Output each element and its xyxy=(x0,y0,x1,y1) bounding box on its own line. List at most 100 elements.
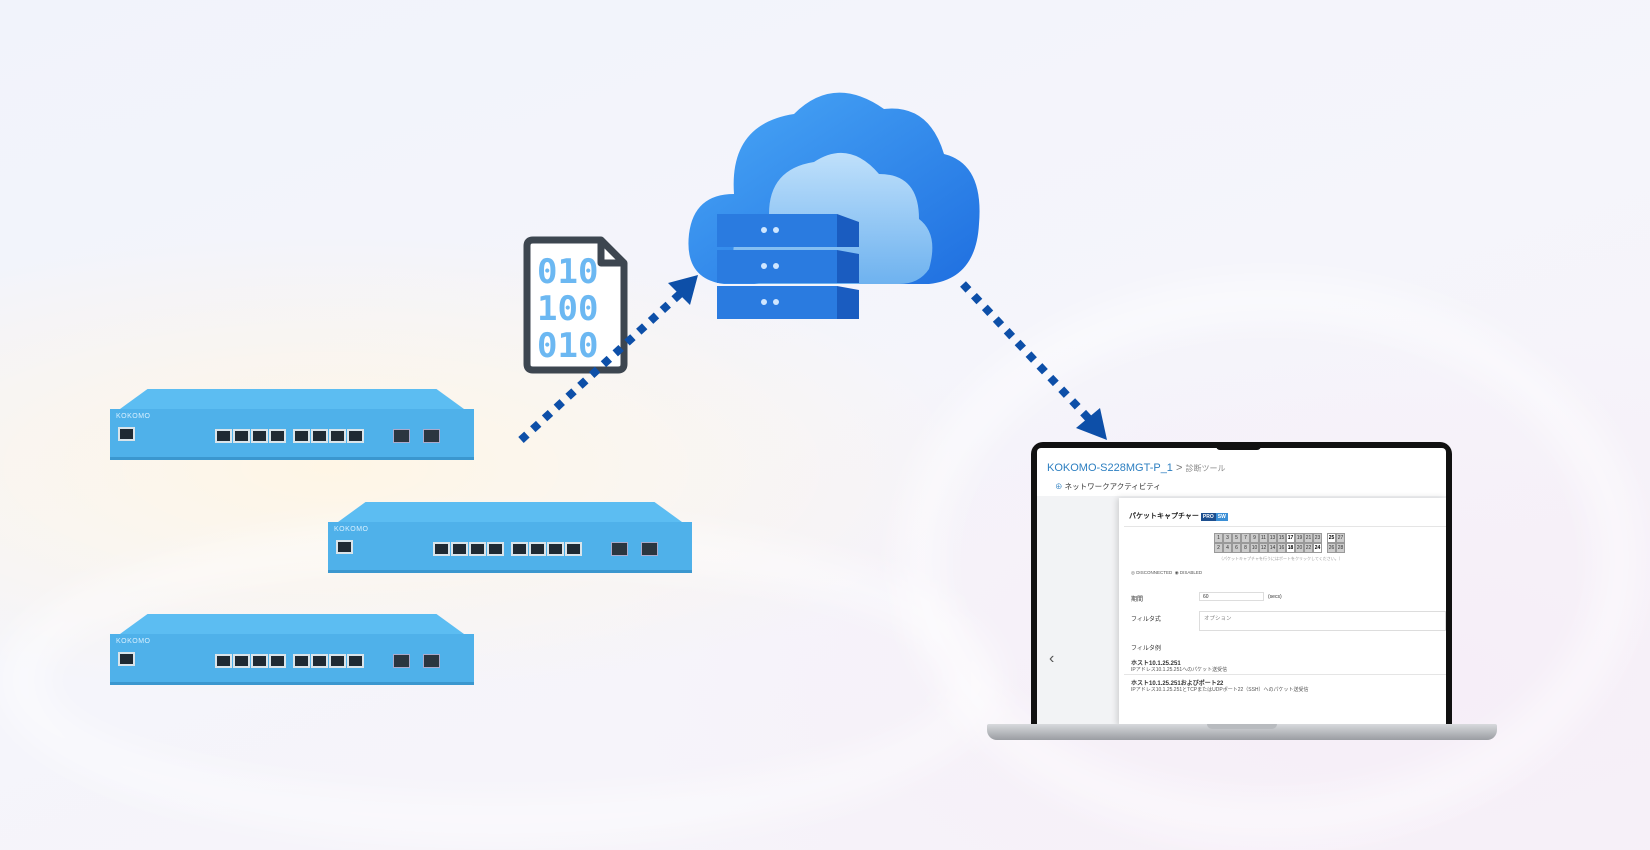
breadcrumb: KOKOMO-S228MGT-P_1 > 診断ツール xyxy=(1047,462,1226,474)
legend-disabled: DISABLED xyxy=(1179,570,1203,575)
ethernet-port xyxy=(293,429,310,443)
port-cell[interactable]: 28 xyxy=(1336,543,1345,553)
network-switch: KOKOMO xyxy=(110,389,474,460)
collapse-icon[interactable]: ‹ xyxy=(1049,650,1055,667)
example-desc: IPアドレス10.1.25.251へのパケット送受信 xyxy=(1131,667,1228,673)
port-cell[interactable]: 27 xyxy=(1336,533,1345,543)
ethernet-port xyxy=(251,429,268,443)
port-cell[interactable]: 17 xyxy=(1286,533,1295,543)
panel-title: パケットキャプチャー xyxy=(1129,513,1199,520)
ethernet-port xyxy=(329,654,346,668)
port-cell[interactable]: 9 xyxy=(1250,533,1259,543)
binary-file-icon: 010 100 010 xyxy=(523,236,628,374)
port-cell[interactable]: 25 xyxy=(1327,533,1336,543)
laptop-screen: KOKOMO-S228MGT-P_1 > 診断ツール ⊕ ネットワークアクティビ… xyxy=(1031,442,1452,726)
sw-badge: SW xyxy=(1215,513,1228,521)
duration-input[interactable]: 60 xyxy=(1199,592,1264,601)
ethernet-port xyxy=(511,542,528,556)
duration-label: 期間 xyxy=(1131,597,1144,603)
example-title: ホスト10.1.25.251 xyxy=(1131,661,1181,667)
binary-line: 010 xyxy=(537,326,599,366)
legend-disconnected: DISCONNECTED xyxy=(1136,570,1173,575)
port-cell[interactable]: 20 xyxy=(1295,543,1304,553)
port-cell[interactable]: 13 xyxy=(1268,533,1277,543)
switch-brand: KOKOMO xyxy=(334,526,369,533)
ethernet-port xyxy=(233,654,250,668)
binary-line: 100 xyxy=(537,289,599,329)
sfp-port xyxy=(393,654,410,668)
port-cell[interactable]: 4 xyxy=(1223,543,1232,553)
port-cell[interactable]: 1 xyxy=(1214,533,1223,543)
port-cell[interactable]: 2 xyxy=(1214,543,1223,553)
ethernet-port xyxy=(347,429,364,443)
breadcrumb-separator: > xyxy=(1176,462,1183,474)
ethernet-port xyxy=(311,654,328,668)
ethernet-port xyxy=(215,429,232,443)
ethernet-port xyxy=(269,654,286,668)
ethernet-port xyxy=(347,654,364,668)
ethernet-port xyxy=(215,654,232,668)
port-cell[interactable]: 18 xyxy=(1286,543,1295,553)
example-desc: IPアドレス10.1.25.251とTCPまたはUDPポート22（SSH）へのパ… xyxy=(1131,687,1309,693)
ethernet-port xyxy=(336,540,353,554)
sfp-port xyxy=(393,429,410,443)
ethernet-port xyxy=(329,429,346,443)
network-switch: KOKOMO xyxy=(328,502,692,573)
port-cell[interactable]: 5 xyxy=(1232,533,1241,543)
port-cell[interactable]: 12 xyxy=(1259,543,1268,553)
sfp-port xyxy=(423,429,440,443)
ethernet-port xyxy=(451,542,468,556)
binary-line: 010 xyxy=(537,252,599,292)
switch-brand: KOKOMO xyxy=(116,638,151,645)
filter-label: フィルタ式 xyxy=(1131,617,1161,623)
port-cell[interactable]: 19 xyxy=(1295,533,1304,543)
port-cell[interactable]: 14 xyxy=(1268,543,1277,553)
port-cell[interactable]: 26 xyxy=(1327,543,1336,553)
ethernet-port xyxy=(565,542,582,556)
example-title: ホスト10.1.25.251およびポート22 xyxy=(1131,681,1224,687)
port-cell[interactable]: 23 xyxy=(1313,533,1322,543)
network-switch: KOKOMO xyxy=(110,614,474,685)
port-cell[interactable]: 15 xyxy=(1277,533,1286,543)
port-cell[interactable]: 7 xyxy=(1241,533,1250,543)
filter-input[interactable]: オプション xyxy=(1199,611,1446,631)
ethernet-port xyxy=(487,542,504,556)
port-cell[interactable]: 10 xyxy=(1250,543,1259,553)
breadcrumb-device[interactable]: KOKOMO-S228MGT-P_1 xyxy=(1047,462,1173,474)
port-hint: （パケットキャプチャを行うにはポートをクリックしてください。） xyxy=(1219,556,1343,561)
ethernet-port xyxy=(251,654,268,668)
port-cell[interactable]: 21 xyxy=(1304,533,1313,543)
ethernet-port xyxy=(547,542,564,556)
examples-title: フィルタ例 xyxy=(1131,646,1161,652)
sfp-port xyxy=(611,542,628,556)
ethernet-port xyxy=(118,427,135,441)
globe-icon: ⊕ xyxy=(1055,482,1063,491)
port-cell[interactable]: 8 xyxy=(1241,543,1250,553)
camera-notch xyxy=(1216,442,1261,450)
ethernet-port xyxy=(529,542,546,556)
ethernet-port xyxy=(311,429,328,443)
ethernet-port xyxy=(469,542,486,556)
ethernet-port xyxy=(118,652,135,666)
sfp-port xyxy=(423,654,440,668)
port-cell[interactable]: 3 xyxy=(1223,533,1232,543)
tab-label: ネットワークアクティビティ xyxy=(1064,482,1161,491)
breadcrumb-page: 診断ツール xyxy=(1185,464,1226,473)
ethernet-port xyxy=(293,654,310,668)
port-cell[interactable]: 16 xyxy=(1277,543,1286,553)
port-cell[interactable]: 6 xyxy=(1232,543,1241,553)
switch-brand: KOKOMO xyxy=(116,413,151,420)
ethernet-port xyxy=(269,429,286,443)
port-cell[interactable]: 11 xyxy=(1259,533,1268,543)
port-cell[interactable]: 22 xyxy=(1304,543,1313,553)
laptop-base xyxy=(987,724,1497,740)
cloud-server-icon xyxy=(684,84,984,324)
pro-badge: PRO xyxy=(1200,513,1216,521)
ethernet-port xyxy=(233,429,250,443)
ethernet-port xyxy=(433,542,450,556)
port-cell[interactable]: 24 xyxy=(1313,543,1322,553)
sfp-port xyxy=(641,542,658,556)
